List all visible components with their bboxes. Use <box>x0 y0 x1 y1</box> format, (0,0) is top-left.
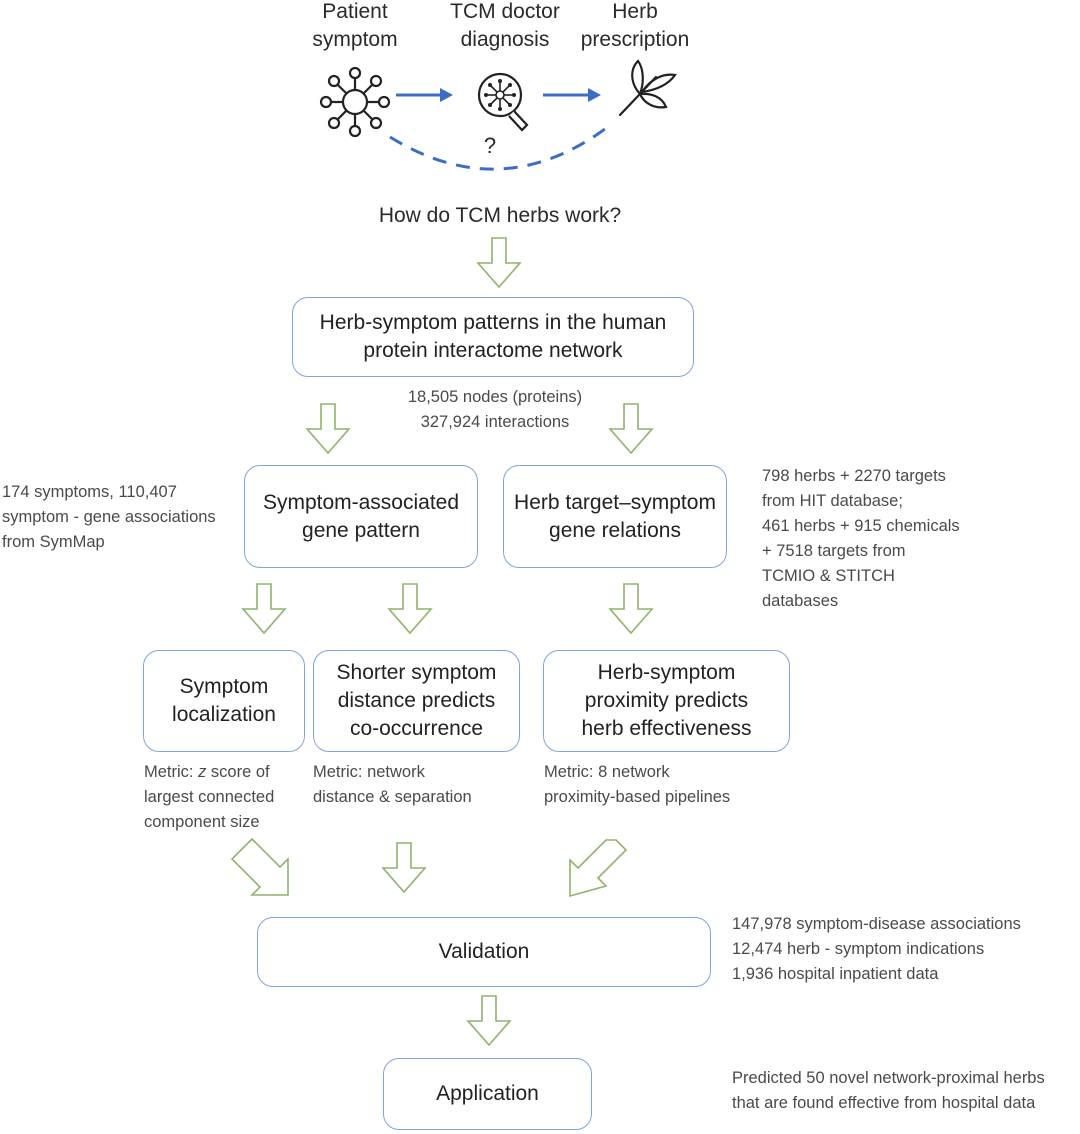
patient-symptom-label: Patient symptom <box>312 0 398 51</box>
herb-sprig-icon <box>618 59 677 117</box>
magnifier-network-icon <box>477 72 529 132</box>
box-symptom-localization: Symptom localization <box>143 650 305 752</box>
down-arrow-interactome-to-herb <box>608 403 654 455</box>
note-application-result: Predicted 50 novel network-proximal herb… <box>732 1069 1045 1112</box>
central-question: How do TCM herbs work? <box>378 204 622 227</box>
herb-prescription-label: Herb prescription <box>580 0 690 51</box>
box-herb-target-relations: Herb target–symptom gene relations <box>503 465 727 568</box>
note-metric-proximity: Metric: 8 network proximity-based pipeli… <box>544 763 731 806</box>
box-shorter-distance: Shorter symptom distance predicts co-occ… <box>313 650 520 752</box>
diagonal-arrow-proximity-to-validation <box>569 839 628 898</box>
top-flow-graphic <box>319 59 677 171</box>
network-node-icon <box>319 66 391 138</box>
metric-z-italic: z <box>198 763 207 781</box>
box-symptom-gene-pattern: Symptom-associated gene pattern <box>244 465 478 568</box>
box-herb-proximity: Herb-symptom proximity predicts herb eff… <box>543 650 790 752</box>
note-symptom-source: 174 symptoms, 110,407 symptom - gene ass… <box>2 483 216 551</box>
metric-prefix: Metric: <box>144 763 199 781</box>
box-interactome-patterns: Herb-symptom patterns in the human prote… <box>292 297 694 377</box>
question-mark: ? <box>483 133 497 158</box>
flow-arrow-1 <box>396 88 453 102</box>
note-herb-source: 798 herbs + 2270 targets from HIT databa… <box>762 467 960 610</box>
down-arrow-question-to-interactome <box>476 237 522 289</box>
down-arrow-validation-to-application <box>466 995 512 1047</box>
note-interactome-stats: 18,505 nodes (proteins) 327,924 interact… <box>407 388 583 431</box>
down-arrow-herb-to-proximity <box>608 583 654 635</box>
box-validation: Validation <box>257 917 711 987</box>
down-arrow-symptom-to-distance <box>387 583 433 635</box>
down-arrow-distance-to-validation <box>381 842 427 894</box>
diagonal-arrow-localization-to-validation <box>230 837 289 896</box>
box-application: Application <box>383 1058 592 1130</box>
metric-rest: score of largest connected component siz… <box>144 763 275 831</box>
down-arrow-symptom-to-localization <box>241 583 287 635</box>
tcm-doctor-diagnosis-label: TCM doctor diagnosis <box>450 0 560 51</box>
note-validation-data: 147,978 symptom-disease associations 12,… <box>732 915 1021 983</box>
dashed-question-arc <box>389 127 606 171</box>
down-arrow-interactome-to-symptom <box>305 403 351 455</box>
note-metric-localization: Metric: z score of largest connected com… <box>144 760 314 835</box>
note-metric-distance: Metric: network distance & separation <box>313 763 472 806</box>
flow-arrow-2 <box>543 88 601 102</box>
